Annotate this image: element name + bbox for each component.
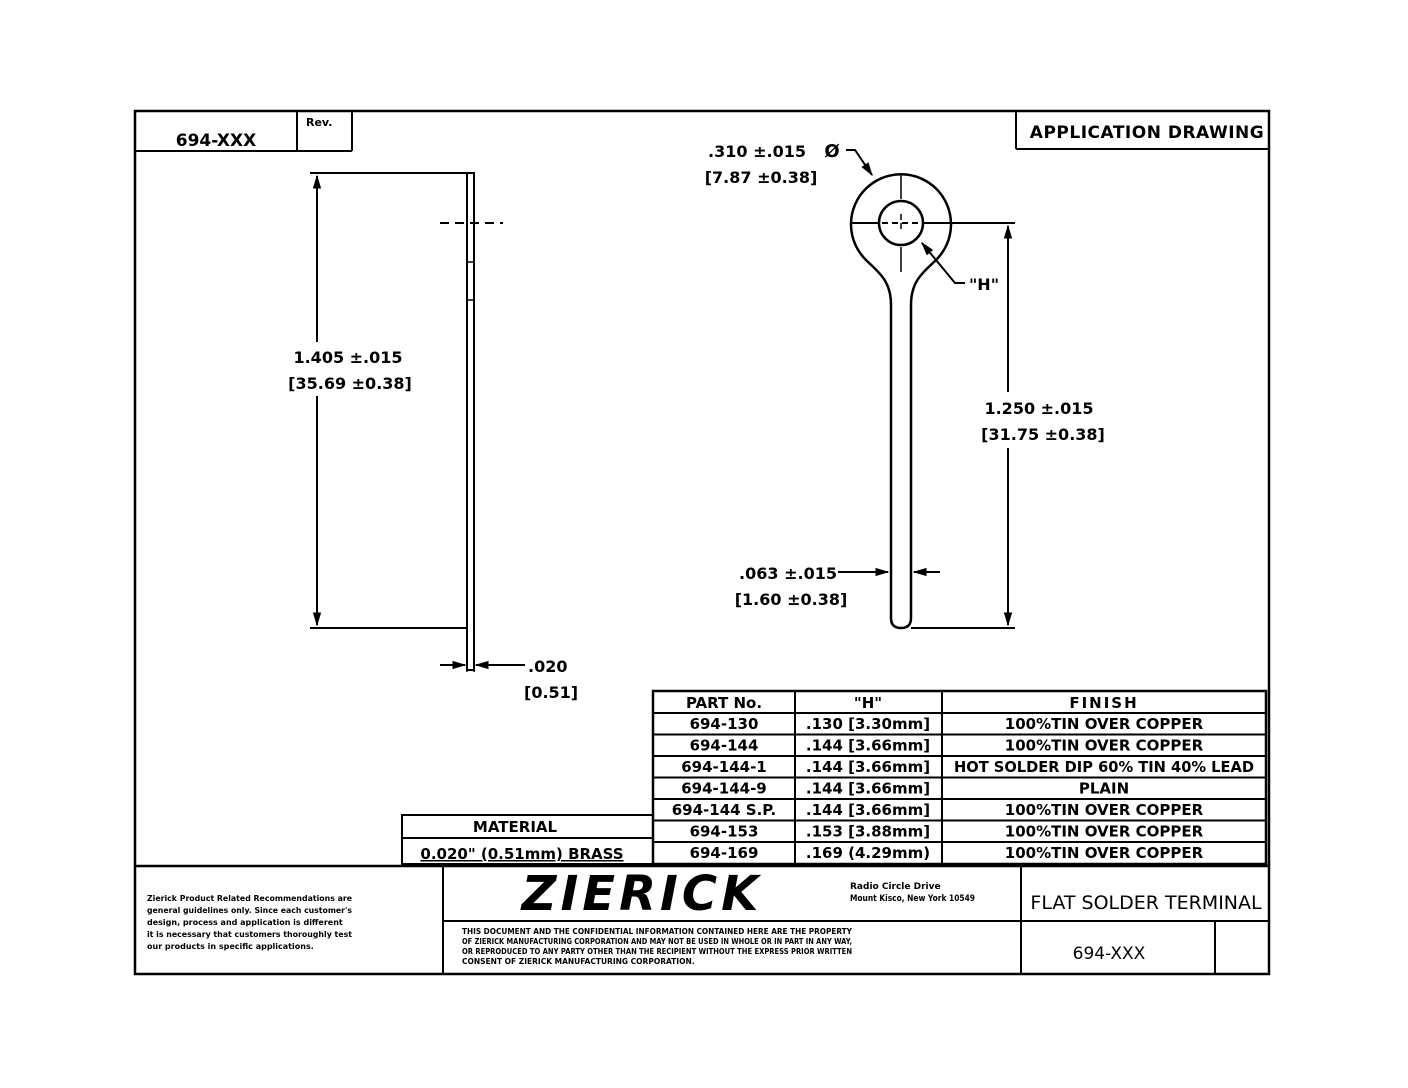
part-number-cell: 694-144-1: [681, 758, 767, 776]
part-number-cell: 694-144-9: [681, 780, 767, 798]
title-block: Zierick Product Related Recommendations …: [135, 864, 1269, 974]
company-address-line: Mount Kisco, New York 10549: [850, 894, 975, 904]
part-number-cell: 694-144: [690, 737, 759, 755]
disclaimer-line: it is necessary that customers thoroughl…: [147, 930, 352, 939]
company-logo: ZIERICK: [520, 866, 763, 922]
hole-label: "H": [969, 275, 999, 294]
table-header-finish: FINISH: [1069, 694, 1138, 712]
table-row: 694-130 .130 [3.30mm] 100%TIN OVER COPPER: [690, 715, 1204, 733]
disclaimer: Zierick Product Related Recommendations …: [147, 894, 353, 951]
finish-cell: 100%TIN OVER COPPER: [1005, 737, 1204, 755]
finish-cell: 100%TIN OVER COPPER: [1005, 844, 1204, 862]
table-row: 694-144-1 .144 [3.66mm] HOT SOLDER DIP 60%…: [681, 758, 1254, 776]
confidential-line: THIS DOCUMENT AND THE CONFIDENTIAL INFOR…: [462, 927, 853, 936]
disclaimer-line: our products in specific applications.: [147, 942, 314, 951]
finish-cell: PLAIN: [1079, 780, 1129, 798]
part-title: FLAT SOLDER TERMINAL: [1030, 892, 1262, 914]
stem-width-mm: [1.60 ±0.38]: [735, 590, 848, 609]
company-address-line: Radio Circle Drive: [850, 882, 941, 892]
side-view: 1.405 ±.015 [35.69 ±0.38] .020 [0.51]: [288, 172, 578, 702]
part-number-cell: 694-144 S.P.: [672, 801, 777, 819]
material-value: 0.020" (0.51mm) BRASS: [420, 845, 623, 863]
table-row: 694-169 .169 (4.29mm) 100%TIN OVER COPPER: [690, 844, 1204, 862]
finish-cell: 100%TIN OVER COPPER: [1005, 801, 1204, 819]
drawing-number: 694-XXX: [1073, 944, 1146, 964]
confidential-line: CONSENT OF ZIERICK MANUFACTURING CORPORA…: [462, 957, 695, 966]
overall-length-mm: [35.69 ±0.38]: [288, 374, 412, 393]
center-to-end-inch: 1.250 ±.015: [984, 399, 1093, 418]
stem-width-inch: .063 ±.015: [739, 564, 837, 583]
thickness-inch: .020: [528, 657, 567, 676]
part-number-cell: 694-130: [690, 715, 759, 733]
overall-length-inch: 1.405 ±.015: [293, 348, 402, 367]
table-row: 694-153 .153 [3.88mm] 100%TIN OVER COPPER: [690, 823, 1204, 841]
part-number-cell: 694-153: [690, 823, 759, 841]
drawing-type-box: APPLICATION DRAWING: [1015, 111, 1269, 150]
front-view: .310 ±.015 Ø [7.87 ±0.38] "H" 1.250 ±.01…: [705, 141, 1105, 630]
terminal-outline: [849, 173, 953, 630]
ring-diameter-inch: .310 ±.015: [708, 142, 806, 161]
finish-cell: 100%TIN OVER COPPER: [1005, 823, 1204, 841]
thickness-mm: [0.51]: [524, 683, 578, 702]
part-number-cell: 694-169: [690, 844, 759, 862]
confidential-line: OR REPRODUCED TO ANY PARTY OTHER THAN TH…: [462, 947, 852, 956]
material-label: MATERIAL: [473, 818, 558, 836]
table-row: 694-144 S.P. .144 [3.66mm] 100%TIN OVER CO…: [672, 801, 1204, 819]
sheet-border: [133, 109, 1271, 976]
center-to-end-mm: [31.75 ±0.38]: [981, 425, 1105, 444]
drawing-type-label: APPLICATION DRAWING: [1030, 123, 1264, 143]
rev-label: Rev.: [306, 116, 332, 129]
disclaimer-line: Zierick Product Related Recommendations …: [147, 894, 353, 903]
h-value-cell: .144 [3.66mm]: [806, 780, 930, 798]
h-value-cell: .153 [3.88mm]: [806, 823, 930, 841]
h-value-cell: .144 [3.66mm]: [806, 758, 930, 776]
finish-cell: HOT SOLDER DIP 60% TIN 40% LEAD: [954, 758, 1254, 776]
disclaimer-line: design, process and application is diffe…: [147, 918, 343, 927]
diameter-symbol: Ø: [824, 141, 839, 162]
table-header-h: "H": [854, 694, 882, 712]
confidential-line: OF ZIERICK MANUFACTURING CORPORATION AND…: [462, 937, 852, 946]
table-row: 694-144-9 .144 [3.66mm] PLAIN: [681, 780, 1129, 798]
part-number-box-text: 694-XXX: [176, 131, 256, 151]
table-row: 694-144 .144 [3.66mm] 100%TIN OVER COPPER: [690, 737, 1204, 755]
h-value-cell: .130 [3.30mm]: [806, 715, 930, 733]
h-value-cell: .144 [3.66mm]: [806, 737, 930, 755]
table-header-part-no: PART No.: [686, 694, 762, 712]
disclaimer-line: general guidelines only. Since each cust…: [147, 906, 352, 915]
confidential-notice: THIS DOCUMENT AND THE CONFIDENTIAL INFOR…: [462, 927, 853, 966]
ring-diameter-mm: [7.87 ±0.38]: [705, 168, 818, 187]
finish-cell: 100%TIN OVER COPPER: [1005, 715, 1204, 733]
material-box: MATERIAL 0.020" (0.51mm) BRASS: [401, 814, 654, 865]
side-view-strip: [466, 172, 475, 671]
part-number-box: 694-XXX Rev.: [135, 111, 353, 152]
parts-table: PART No. "H" FINISH 694-130 .130 [3.30mm]…: [651, 689, 1268, 866]
h-value-cell: .144 [3.66mm]: [806, 801, 930, 819]
h-value-cell: .169 (4.29mm): [806, 844, 930, 862]
